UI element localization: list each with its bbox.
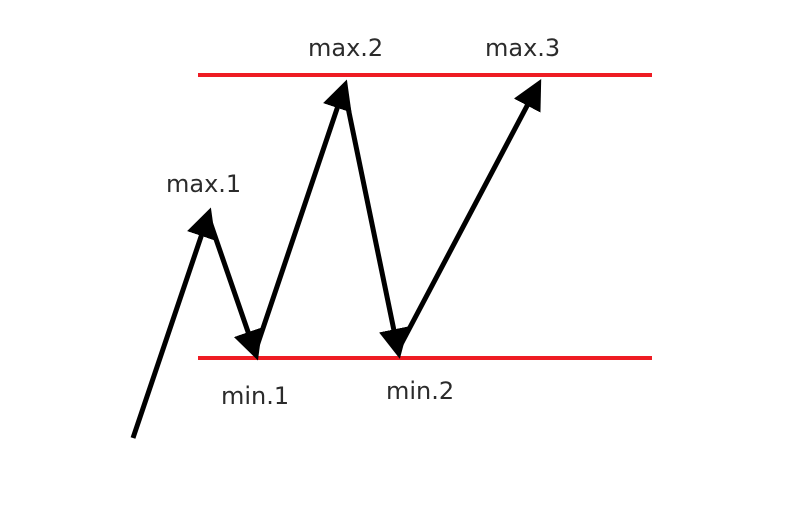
arrow-up-to-max3 — [395, 79, 542, 352]
arrow-down-to-min2 — [341, 87, 409, 359]
label-min1: min.1 — [221, 382, 289, 410]
arrow-down-to-min1 — [205, 215, 263, 361]
arrow-up-to-max1 — [130, 207, 216, 439]
label-max2: max.2 — [308, 34, 383, 62]
arrow-up-to-max2 — [252, 79, 352, 353]
label-max3: max.3 — [485, 34, 560, 62]
label-min2: min.2 — [386, 377, 454, 405]
label-max1: max.1 — [166, 170, 241, 198]
